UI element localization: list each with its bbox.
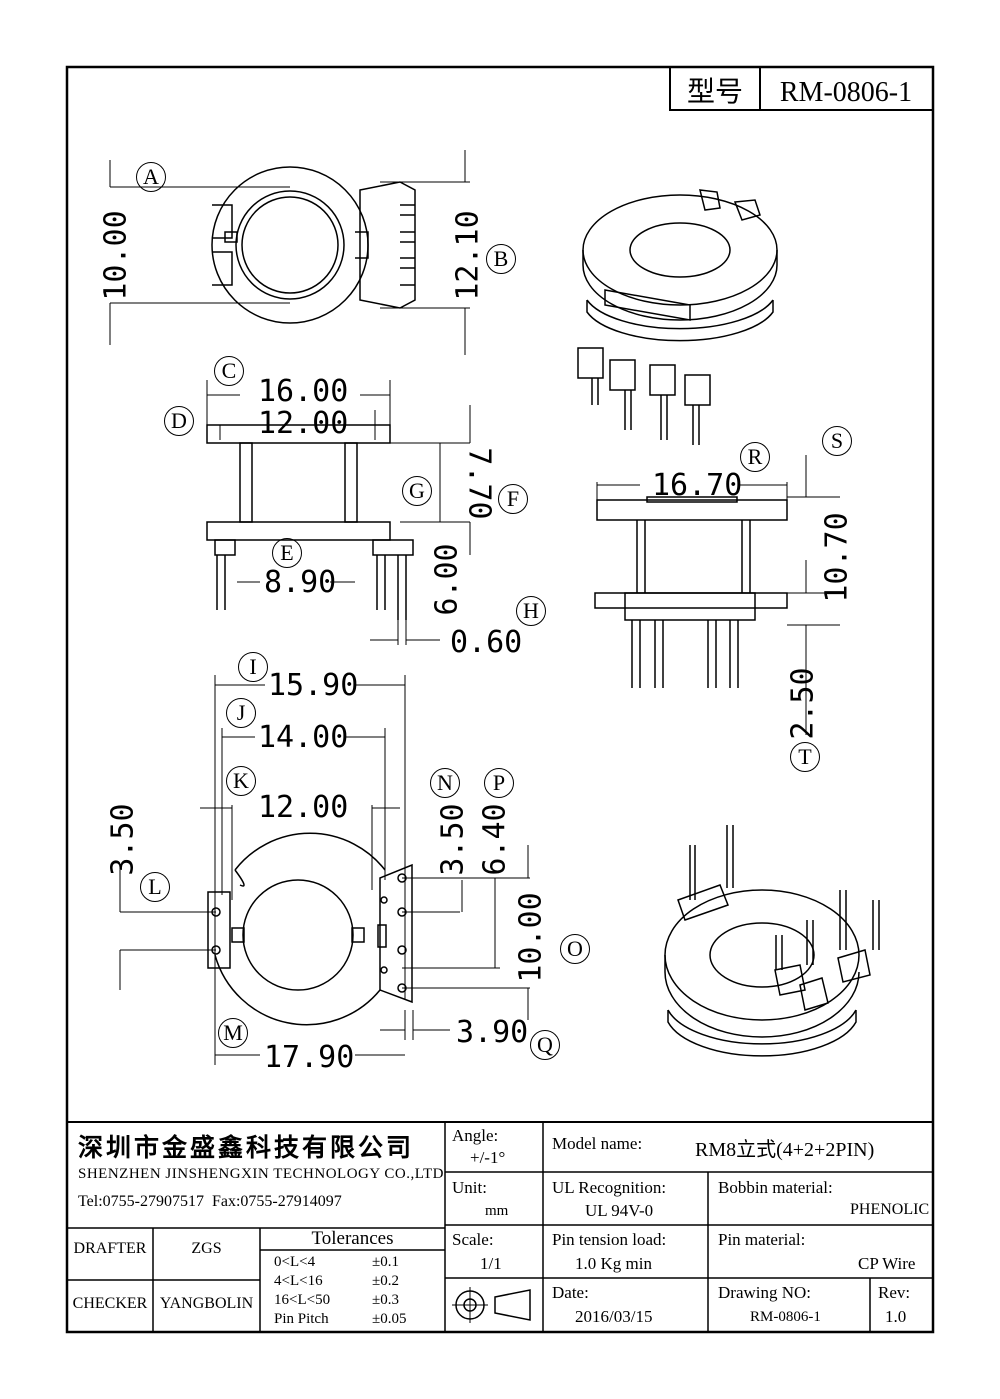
- bobbin-value: PHENOLIC: [850, 1201, 930, 1218]
- dim-m: 17.90: [264, 1040, 355, 1075]
- dim-n: 3.50: [435, 803, 471, 876]
- drafter-label: DRAFTER: [73, 1240, 147, 1257]
- dim-d: 12.00: [258, 406, 349, 441]
- dim-k: 12.00: [258, 790, 349, 825]
- marker-o: O: [560, 934, 590, 964]
- marker-p: P: [484, 768, 514, 798]
- pin-tension-label: Pin tension load:: [552, 1230, 667, 1249]
- iso-view-top: [577, 189, 778, 445]
- scale-label: Scale:: [452, 1230, 494, 1249]
- dim-o: 10.00: [513, 892, 549, 983]
- dim-c: 16.00: [258, 374, 349, 409]
- dim-s: 10.70: [819, 512, 855, 603]
- unit-label: Unit:: [452, 1178, 487, 1197]
- checker-label: CHECKER: [72, 1295, 148, 1312]
- tol-range-3: 16<L<50: [274, 1292, 331, 1308]
- drawing-no-label: Drawing NO:: [718, 1283, 812, 1302]
- model-box: 型号 RM-0806-1: [669, 66, 934, 111]
- sheet-border: [65, 65, 935, 1334]
- marker-l: L: [140, 872, 170, 902]
- marker-d: D: [164, 406, 194, 436]
- tol-range-2: 4<L<16: [274, 1273, 323, 1289]
- dim-q: 3.90: [456, 1015, 529, 1050]
- ul-label: UL Recognition:: [552, 1178, 667, 1197]
- marker-f: F: [498, 484, 528, 514]
- date-value: 2016/03/15: [575, 1307, 653, 1326]
- marker-t: T: [790, 742, 820, 772]
- rev-value: 1.0: [885, 1307, 907, 1326]
- pin-tension-value: 1.0 Kg min: [575, 1254, 652, 1273]
- marker-m: M: [218, 1018, 248, 1048]
- tol-value-2: ±0.2: [372, 1273, 399, 1289]
- date-label: Date:: [552, 1283, 589, 1302]
- tol-range-4: Pin Pitch: [274, 1311, 329, 1327]
- dim-j: 14.00: [258, 720, 349, 755]
- marker-h: H: [516, 596, 546, 626]
- tol-value-4: ±0.05: [372, 1311, 407, 1327]
- angle-label: Angle:: [452, 1126, 499, 1145]
- dim-r: 16.70: [652, 468, 743, 503]
- marker-a: A: [136, 162, 166, 192]
- marker-b: B: [486, 244, 516, 274]
- pin-material-label: Pin material:: [718, 1230, 806, 1249]
- tolerances-title: Tolerances: [311, 1228, 394, 1249]
- company-contact: Tel:0755-27907517 Fax:0755-27914097: [78, 1193, 342, 1210]
- dim-t: 2.50: [785, 667, 821, 740]
- marker-n: N: [430, 768, 460, 798]
- pin-material-value: CP Wire: [858, 1254, 916, 1273]
- company-cn: 深圳市金盛鑫科技有限公司: [78, 1135, 415, 1162]
- model-value: RM-0806-1: [780, 77, 912, 108]
- dim-i: 15.90: [268, 668, 359, 703]
- iso-view-bottom: [664, 825, 880, 1057]
- side-view: [594, 455, 840, 735]
- top-view: [109, 150, 470, 355]
- model-label: 型号: [687, 76, 743, 108]
- marker-g: G: [402, 476, 432, 506]
- dim-a: 10.00: [98, 210, 134, 301]
- dim-g: 6.00: [429, 543, 465, 616]
- scale-value: 1/1: [480, 1254, 502, 1273]
- marker-i: I: [238, 652, 268, 682]
- marker-s: S: [822, 426, 852, 456]
- ul-value: UL 94V-0: [585, 1201, 654, 1220]
- marker-r: R: [740, 442, 770, 472]
- dim-e: 8.90: [264, 565, 337, 600]
- model-name-label: Model name:: [552, 1134, 643, 1153]
- dim-b: 12.10: [450, 210, 486, 301]
- tol-value-3: ±0.3: [372, 1292, 399, 1308]
- dim-f: 7.70: [461, 447, 497, 520]
- bottom-view: [119, 675, 530, 1065]
- company-en: SHENZHEN JINSHENGXIN TECHNOLOGY CO.,LTD: [78, 1166, 445, 1182]
- marker-j: J: [226, 698, 256, 728]
- dim-h: 0.60: [450, 625, 523, 660]
- angle-value: +/-1°: [470, 1148, 506, 1167]
- tol-value-1: ±0.1: [372, 1254, 399, 1270]
- unit-value: mm: [485, 1203, 509, 1219]
- title-block: [67, 1121, 933, 1332]
- model-name-value: RM8立式(4+2+2PIN): [695, 1139, 875, 1161]
- bobbin-label: Bobbin material:: [718, 1178, 833, 1197]
- front-view: [206, 380, 471, 645]
- rev-label: Rev:: [878, 1283, 911, 1302]
- marker-q: Q: [530, 1030, 560, 1060]
- marker-e: E: [272, 538, 302, 568]
- dim-p: 6.40: [477, 803, 513, 876]
- drawing-no-value: RM-0806-1: [750, 1309, 821, 1325]
- marker-k: K: [226, 766, 256, 796]
- marker-c: C: [214, 356, 244, 386]
- checker-value: YANGBOLIN: [159, 1295, 254, 1312]
- drafter-value: ZGS: [191, 1240, 222, 1257]
- dim-l: 3.50: [105, 803, 141, 876]
- tol-range-1: 0<L<4: [274, 1254, 316, 1270]
